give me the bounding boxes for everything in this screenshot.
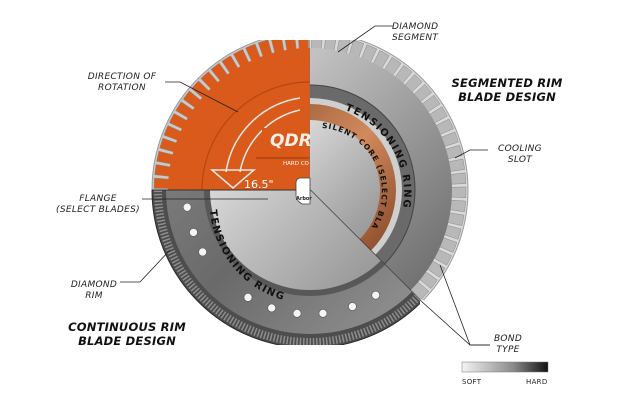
arrow-head-icon <box>209 169 257 189</box>
diamond-segment <box>257 40 273 59</box>
callout-cooling-slot: COOLING SLOT <box>490 144 550 166</box>
continuous-rim-half <box>151 190 420 345</box>
callout-flange: FLANGE (SELECT BLADES) <box>52 194 144 216</box>
arbor-label: Arbor <box>296 196 312 202</box>
diamond-segment <box>348 40 365 59</box>
diamond-segment <box>323 40 337 53</box>
callout-flange-line1: FLANGE <box>79 194 117 204</box>
diamond-segment <box>449 186 467 198</box>
diamond-segment <box>445 212 465 226</box>
diamond-segment <box>360 44 378 64</box>
continuous-rim-title-line2: BLADE DESIGN <box>78 334 176 348</box>
bond-scale-bar <box>461 361 549 373</box>
diamond-segment <box>448 172 467 185</box>
arbor-hole <box>295 177 311 205</box>
callout-lines <box>120 25 490 346</box>
callout-bond-line2: TYPE <box>496 345 520 355</box>
diamond-segment <box>443 144 463 160</box>
cooling-hole <box>348 302 357 311</box>
diamond-segment <box>154 164 173 177</box>
callout-direction-line2: ROTATION <box>98 83 146 93</box>
cooling-holes <box>182 202 381 318</box>
cooling-hole <box>189 228 198 237</box>
diamond-segment <box>297 40 309 51</box>
callout-direction-line1: DIRECTION OF <box>87 72 157 82</box>
continuous-rim-title: CONTINUOUS RIM BLADE DESIGN <box>62 320 192 348</box>
diamond-segment <box>270 40 285 55</box>
segmented-rim-title-line2: BLADE DESIGN <box>458 90 556 104</box>
diamond-segment <box>442 224 462 240</box>
diamond-segment <box>448 199 466 213</box>
cooling-hole <box>198 247 207 257</box>
callout-cooling-line2: SLOT <box>507 155 533 165</box>
rotation-arrow <box>225 97 301 173</box>
callout-bond-type: BOND TYPE <box>486 334 530 356</box>
callout-diamond-segment: DIAMOND SEGMENT <box>392 22 452 44</box>
diamond-segment <box>159 137 179 153</box>
cooling-hole <box>182 202 192 212</box>
callout-diamond-segment-line2: SEGMENT <box>392 33 439 43</box>
diamond-segment <box>245 43 262 63</box>
diamond-segment <box>372 50 390 70</box>
diameter-label: 16.5" <box>244 178 274 191</box>
diamond-segment <box>156 150 175 165</box>
diamond-segment <box>311 40 323 51</box>
segmented-rim-title: SEGMENTED RIM BLADE DESIGN <box>432 76 582 104</box>
diamond-segment <box>439 131 459 148</box>
cooling-hole <box>243 293 253 302</box>
diamond-segment <box>432 248 452 266</box>
diamond-segment <box>434 118 454 136</box>
diamond-segment <box>446 158 465 172</box>
bond-scale-hard: HARD <box>526 378 548 386</box>
diamond-segment <box>233 48 250 69</box>
callout-diamond-rim-line1: DIAMOND <box>70 280 118 290</box>
callout-bond-line1: BOND <box>493 334 523 344</box>
diamond-segment <box>284 40 297 53</box>
cooling-hole <box>318 309 328 318</box>
cooling-hole <box>267 303 276 313</box>
brand-logo-sub: HARD CO <box>283 161 310 167</box>
callout-diamond-segment-line1: DIAMOND <box>392 22 439 32</box>
callout-diamond-rim: DIAMOND RIM <box>64 280 124 302</box>
callout-direction-of-rotation: DIRECTION OF ROTATION <box>76 72 168 94</box>
callout-cooling-line1: COOLING <box>498 144 542 154</box>
diamond-segment <box>437 236 458 253</box>
brand-logo: QDR <box>270 131 312 151</box>
orange-quadrant <box>151 40 310 190</box>
diamond-segment <box>163 125 183 142</box>
callout-flange-line2: (SELECT BLADES) <box>56 205 140 215</box>
cooling-hole <box>371 290 381 300</box>
diamond-segment <box>168 113 189 130</box>
continuous-rim-title-line1: CONTINUOUS RIM <box>68 320 186 334</box>
cooling-hole <box>292 309 302 318</box>
bond-scale-soft: SOFT <box>462 378 482 386</box>
callout-diamond-rim-line2: RIM <box>85 291 103 301</box>
segmented-rim-title-line1: SEGMENTED RIM <box>451 76 563 90</box>
diamond-segment <box>153 177 171 189</box>
